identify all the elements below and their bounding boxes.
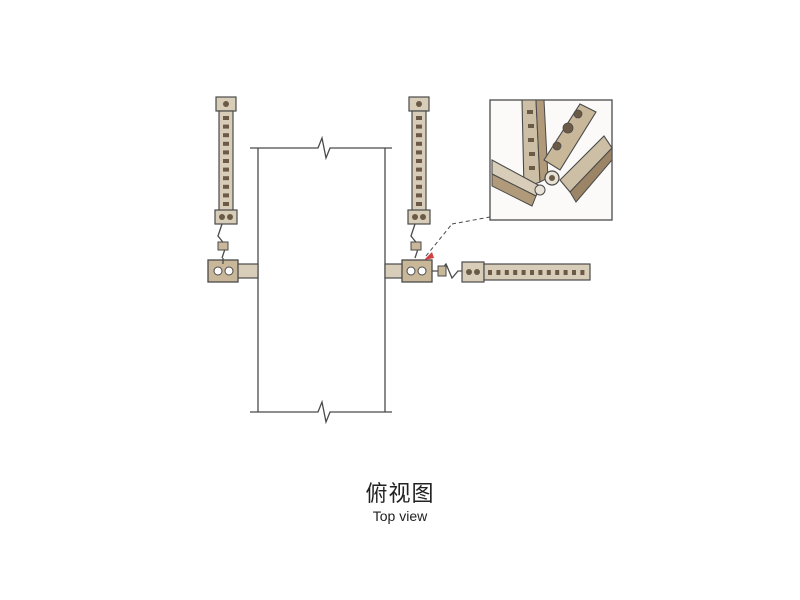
slot-hole — [223, 184, 229, 189]
slot-hole — [223, 176, 229, 181]
slot-hole — [223, 141, 229, 146]
slot-hole — [223, 167, 229, 172]
slot-hole — [416, 167, 422, 172]
left-hanger-holes — [223, 116, 229, 206]
slot-hole — [223, 202, 229, 206]
slot-hole — [223, 124, 229, 129]
slot-hole — [580, 270, 585, 275]
slot-hole — [223, 150, 229, 155]
slot-hole — [521, 270, 526, 275]
slot-hole — [416, 202, 422, 206]
slot-hole — [572, 270, 576, 275]
caption-chinese-title: 俯视图 — [365, 482, 435, 507]
slot-hole — [546, 270, 551, 275]
slot-hole — [416, 176, 422, 181]
slot-hole — [223, 193, 229, 198]
slot-hole — [563, 270, 568, 275]
slot-hole — [555, 270, 560, 275]
slot-hole — [488, 270, 492, 275]
slot-hole — [496, 270, 501, 275]
right-hanger — [407, 96, 431, 259]
slot-hole — [513, 270, 518, 275]
slot-hole — [416, 133, 422, 138]
brace-holes — [488, 270, 585, 275]
slot-hole — [416, 184, 422, 189]
inset-channel-slots — [527, 110, 535, 170]
left-hanger — [214, 96, 238, 259]
slot-hole — [416, 159, 422, 163]
horizontal-channel-brace — [461, 261, 591, 283]
slot-hole — [223, 133, 229, 138]
slot-hole — [504, 270, 509, 275]
right-brace-clamp — [384, 259, 464, 283]
left-brace-clamp — [207, 258, 259, 283]
slot-hole — [416, 193, 422, 198]
right-hanger-holes — [416, 116, 422, 206]
detail-leader — [424, 216, 491, 260]
slot-hole — [530, 270, 534, 275]
slot-hole — [223, 159, 229, 163]
slot-hole — [416, 150, 422, 155]
column-section — [250, 135, 392, 425]
detail-inset — [489, 99, 613, 221]
slot-hole — [416, 116, 422, 120]
slot-hole — [538, 270, 543, 275]
slot-hole — [416, 124, 422, 129]
caption-english-title: Top view — [372, 508, 428, 524]
slot-hole — [416, 141, 422, 146]
slot-hole — [223, 116, 229, 120]
